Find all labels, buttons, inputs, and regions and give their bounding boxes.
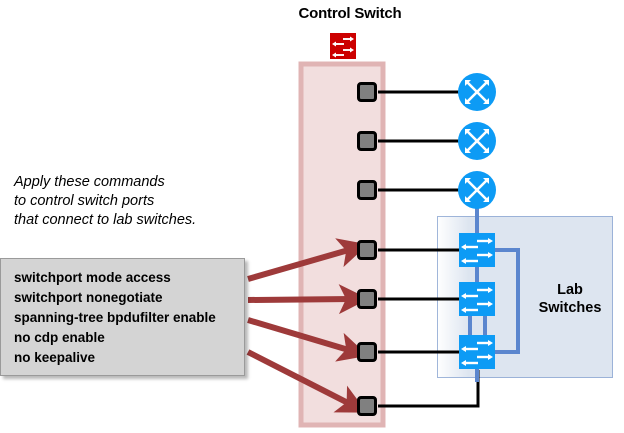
command-line-5: no keepalive [14, 350, 96, 365]
lab-switch-icon-3[interactable] [459, 335, 495, 369]
control-switch-port-2[interactable] [357, 131, 377, 151]
router-icon-2[interactable] [458, 122, 496, 160]
control-switch-port-5[interactable] [357, 289, 377, 309]
command-list-box: switchport mode access switchport nonego… [0, 258, 245, 376]
link-labswitch1-labswitch3-bypass [494, 248, 520, 354]
command-line-3: spanning-tree bpdufilter enable [14, 310, 216, 325]
instruction-note-line-2: to control switch ports [14, 193, 155, 209]
instruction-note-line-3: that connect to lab switches. [14, 212, 197, 228]
control-switch-icon[interactable] [330, 33, 356, 59]
lab-switches-label-line-2: Switches [538, 300, 602, 316]
annotation-arrow-2 [247, 284, 369, 315]
lab-switch-icon-2[interactable] [459, 282, 495, 316]
control-switch-port-7[interactable] [357, 396, 377, 416]
command-line-4: no cdp enable [14, 330, 105, 345]
control-switch-port-1[interactable] [357, 82, 377, 102]
control-switch-port-6[interactable] [357, 342, 377, 362]
lab-switch-icon-1[interactable] [459, 233, 495, 267]
instruction-note-line-1: Apply these commands [14, 174, 165, 190]
page-title: Control Switch [298, 5, 402, 22]
lab-switches-label-line-1: Lab [557, 282, 583, 298]
control-switch-port-4[interactable] [357, 240, 377, 260]
command-list: switchport mode access switchport nonego… [1, 259, 244, 368]
command-line-1: switchport mode access [14, 270, 171, 285]
command-line-2: switchport nonegotiate [14, 290, 163, 305]
annotation-arrow-1 [247, 238, 369, 282]
instruction-note: Apply these commands to control switch p… [14, 173, 196, 230]
annotation-arrow-4 [246, 349, 367, 413]
router-icon-3[interactable] [458, 171, 496, 209]
router-icon-1[interactable] [458, 73, 496, 111]
lab-switches-group-border [437, 216, 613, 378]
lab-switches-label: Lab Switches [530, 281, 610, 317]
control-switch-port-3[interactable] [357, 180, 377, 200]
annotation-arrow-3 [247, 317, 369, 362]
